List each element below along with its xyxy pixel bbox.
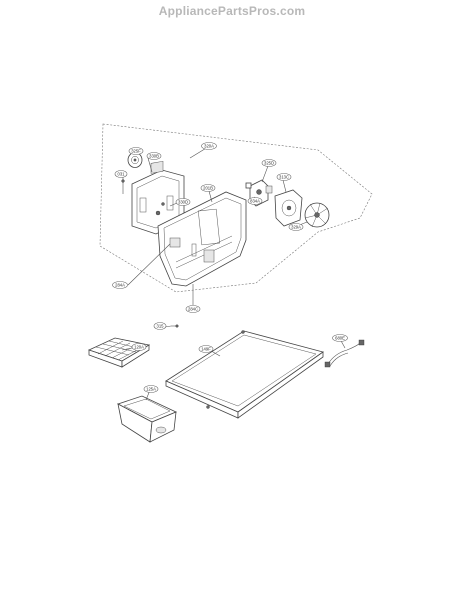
svg-text:313C: 313C [279,175,289,180]
callout-834a[interactable]: 834A [247,197,263,205]
callout-325f[interactable]: 325F [128,147,144,155]
callout-320a[interactable]: 320A [201,142,217,150]
callout-284c[interactable]: 284C [185,305,201,313]
callout-330d[interactable]: 330D [175,198,191,206]
svg-text:329A: 329A [291,225,301,230]
svg-text:149F: 149F [201,347,211,352]
callout-284a[interactable]: 284A [112,281,128,289]
svg-text:120A: 120A [134,345,144,350]
callout-125a[interactable]: 125A [143,385,159,393]
callout-329a[interactable]: 329A [288,223,304,231]
callout-325d[interactable]: 325D [261,159,277,167]
svg-text:031: 031 [118,172,126,177]
small-screw-part[interactable] [171,324,179,328]
assembly-boundary [99,123,373,293]
screw-part[interactable] [121,179,125,194]
callout-149f[interactable]: 149F [198,345,214,353]
site-header[interactable]: AppliancePartsPros.com [158,4,306,18]
callout-031[interactable]: 031 [114,170,128,178]
callout-labels: 320A 325F 330B 031 330D 201B [112,142,348,393]
svg-text:284A: 284A [115,283,125,288]
callout-201b[interactable]: 201B [200,184,216,192]
svg-text:680E: 680E [335,336,345,341]
fan-blade-part[interactable] [304,202,330,228]
glass-shelf-part[interactable] [165,330,324,419]
svg-text:284C: 284C [188,307,198,312]
ice-bucket-part[interactable] [116,395,177,443]
svg-text:201B: 201B [203,186,213,191]
svg-text:325D: 325D [264,161,274,166]
callout-315[interactable]: 315 [153,322,167,330]
svg-text:125A: 125A [146,387,156,392]
callout-680e[interactable]: 680E [332,334,348,342]
svg-text:315: 315 [157,324,165,329]
callout-313c[interactable]: 313C [276,173,292,181]
svg-text:834A: 834A [250,199,260,204]
svg-text:325F: 325F [131,149,141,154]
fan-motor-part[interactable] [274,189,303,227]
callout-330b[interactable]: 330B [146,152,162,160]
housing-cover-part[interactable] [157,191,247,287]
svg-text:330D: 330D [178,200,188,205]
ice-tray-part[interactable] [87,337,151,368]
svg-text:330B: 330B [149,154,159,159]
callout-120a[interactable]: 120A [131,343,147,351]
svg-text:320A: 320A [204,144,214,149]
wire-harness-part[interactable] [324,339,365,368]
